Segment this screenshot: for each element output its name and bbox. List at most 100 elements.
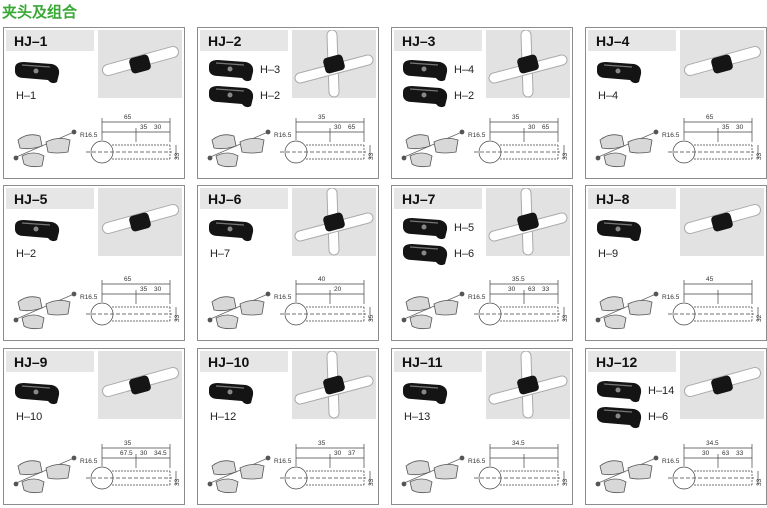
dimension-label: R16.5 (274, 294, 292, 301)
dimension-label: 34.5 (706, 440, 719, 447)
connector-part-image (12, 381, 62, 412)
connector-part-image (400, 216, 450, 247)
dimension-label: 30 (140, 450, 148, 457)
connector-part-image (594, 379, 644, 410)
product-code: HJ–10 (200, 351, 288, 372)
part-label: H–4 (598, 90, 619, 102)
part-label: H–14 (648, 385, 675, 397)
product-code: HJ–5 (6, 188, 94, 209)
dimension-label: 30 (736, 124, 744, 131)
assembly-photo (486, 187, 570, 256)
dimension-label: 33 (756, 478, 763, 486)
dimension-label: 33 (368, 152, 375, 160)
dimension-label: 33 (174, 478, 181, 486)
dimension-label: 37 (348, 450, 356, 457)
dimension-label: 30 (508, 286, 516, 293)
dimension-label: R16.5 (468, 294, 486, 301)
product-code: HJ–9 (6, 351, 94, 372)
assembly-photo (680, 30, 764, 98)
connector-part-image (12, 218, 62, 249)
connector-part-image (400, 381, 450, 412)
dimension-label: 65 (542, 124, 550, 131)
dimension-label: 65 (348, 124, 356, 131)
connector-part-image (206, 218, 256, 249)
part-label: H–3 (260, 64, 281, 76)
part-label: H–4 (454, 64, 475, 76)
part-label: H–10 (16, 411, 43, 423)
dimension-label: 33 (756, 152, 763, 160)
dimension-label: 33 (736, 450, 744, 457)
dimension-label: 30 (154, 286, 162, 293)
part-label: H–2 (260, 90, 281, 102)
dimension-label: 40 (318, 276, 326, 283)
dimension-label: 30 (334, 450, 342, 457)
dimension-label: 35 (140, 286, 148, 293)
dimension-label: 35 (368, 314, 375, 322)
dimension-label: 30 (154, 124, 162, 131)
exploded-view-sketch (202, 444, 274, 500)
part-label: H–6 (454, 248, 475, 260)
dimension-label: R16.5 (80, 458, 98, 465)
dimension-label: 33 (368, 478, 375, 486)
product-code: HJ–6 (200, 188, 288, 209)
dimension-label: 33 (174, 152, 181, 160)
page-title: 夹头及组合 (2, 3, 78, 21)
product-code: HJ–7 (394, 188, 482, 209)
dimension-label: 34.5 (154, 450, 167, 457)
dimension-label: 33 (562, 478, 569, 486)
exploded-view-sketch (8, 280, 80, 336)
exploded-view-sketch (396, 444, 468, 500)
exploded-view-sketch (202, 280, 274, 336)
dimension-label: 30 (528, 124, 536, 131)
part-label: H–6 (648, 411, 669, 423)
assembly-photo (98, 188, 182, 256)
dimension-label: R16.5 (80, 294, 98, 301)
connector-part-image (206, 58, 256, 89)
exploded-view-sketch (590, 444, 662, 500)
dimension-label: 33 (542, 286, 550, 293)
exploded-view-sketch (590, 118, 662, 174)
dimension-label: R16.5 (662, 294, 680, 301)
connector-part-image (594, 218, 644, 249)
part-label: H–13 (404, 411, 431, 423)
exploded-view-sketch (202, 118, 274, 174)
dimension-label: 65 (706, 114, 714, 121)
connector-part-image (400, 84, 450, 115)
dimension-label: 63 (528, 286, 536, 293)
dimension-label: R16.5 (468, 132, 486, 139)
dimension-label: 30 (334, 124, 342, 131)
product-code: HJ–2 (200, 30, 288, 51)
assembly-photo (486, 29, 570, 98)
dimension-label: 32 (756, 314, 763, 322)
product-code: HJ–12 (588, 351, 676, 372)
assembly-photo (680, 188, 764, 256)
dimension-label: R16.5 (662, 132, 680, 139)
part-label: H–1 (16, 90, 37, 102)
dimension-label: 33 (562, 152, 569, 160)
dimension-label: R16.5 (274, 458, 292, 465)
product-code: HJ–1 (6, 30, 94, 51)
dimension-label: R16.5 (80, 132, 98, 139)
product-code: HJ–8 (588, 188, 676, 209)
assembly-photo (486, 350, 570, 419)
dimension-label: 67.5 (120, 450, 133, 457)
product-code: HJ–11 (394, 351, 482, 372)
dimension-label: 35 (318, 114, 326, 121)
